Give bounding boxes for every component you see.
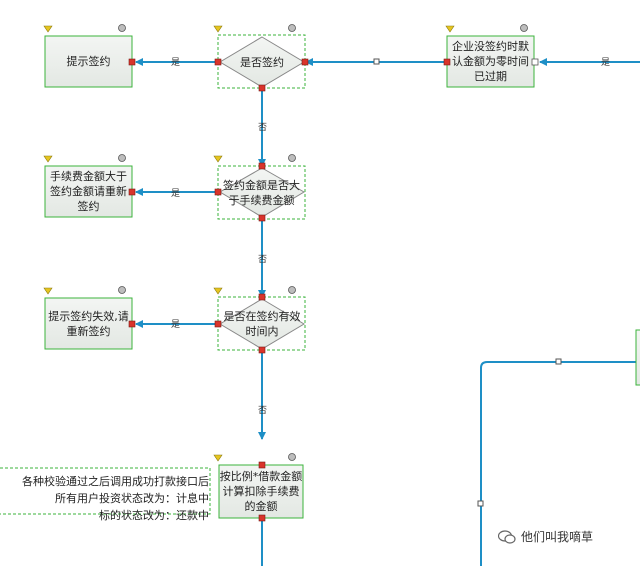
start-marker-icon: [43, 287, 53, 295]
start-marker-icon: [43, 25, 53, 33]
start-marker-icon: [445, 25, 455, 33]
edge-label-yes-4: 是: [601, 57, 610, 68]
start-marker-icon: [43, 155, 53, 163]
note-box: [0, 467, 211, 515]
status-circle-icon: [118, 154, 126, 162]
port-icon: [128, 320, 136, 328]
gateway-amount-gt-fee[interactable]: [213, 154, 306, 222]
partial-node-right[interactable]: [635, 329, 640, 386]
task-sign-invalid[interactable]: [43, 286, 136, 350]
port-icon: [214, 320, 222, 328]
start-marker-icon: [213, 155, 223, 163]
edge-label-no-3: 否: [258, 405, 267, 416]
edge-label-yes-3: 是: [171, 319, 180, 330]
note-line-2: 所有用户投资状态改为：计息中: [55, 492, 209, 505]
task-tip-sign[interactable]: [43, 24, 136, 88]
watermark-text: 他们叫我嘀草: [521, 530, 594, 544]
status-circle-icon: [288, 154, 296, 162]
watermark: 他们叫我嘀草: [498, 528, 593, 545]
start-marker-icon: [213, 454, 223, 462]
port-icon: [531, 58, 539, 66]
port-icon: [258, 514, 266, 522]
port-icon: [258, 162, 266, 170]
task-fee-greater[interactable]: [43, 154, 136, 218]
edge-bottom-loop: [480, 361, 637, 566]
port-icon: [128, 58, 136, 66]
edge-labels: 是 否 是 否 是 否 是: [171, 57, 610, 416]
port-icon: [128, 188, 136, 196]
port-icon: [258, 346, 266, 354]
edge-label-no-1: 否: [258, 122, 267, 133]
port-icon: [443, 58, 451, 66]
connectors: [135, 58, 640, 566]
line-handles: [373, 58, 562, 507]
port-icon: [258, 84, 266, 92]
task-default-expired[interactable]: [443, 24, 539, 88]
port-icon: [258, 293, 266, 301]
edge-label-yes-1: 是: [171, 57, 180, 68]
port-icon: [258, 461, 266, 469]
start-marker-icon: [213, 287, 223, 295]
port-icon: [214, 58, 222, 66]
port-icon: [301, 58, 309, 66]
status-circle-icon: [118, 24, 126, 32]
task-deduct-fee[interactable]: [213, 453, 304, 522]
start-marker-icon: [213, 25, 223, 33]
note-line-3: 标的状态改为：还款中: [99, 509, 209, 522]
edge-label-yes-2: 是: [171, 188, 180, 199]
note-line-1: 各种校验通过之后调用成功打款接口后: [22, 475, 209, 488]
status-circle-icon: [288, 286, 296, 294]
gateway-signed[interactable]: [213, 24, 309, 92]
edge-label-no-2: 否: [258, 254, 267, 265]
status-circle-icon: [288, 24, 296, 32]
status-circle-icon: [118, 286, 126, 294]
gateway-in-period[interactable]: [213, 286, 306, 354]
status-circle-icon: [520, 24, 528, 32]
port-icon: [258, 214, 266, 222]
note-text: 各种校验通过之后调用成功打款接口后 所有用户投资状态改为：计息中 标的状态改为：…: [0, 473, 209, 524]
status-circle-icon: [288, 453, 296, 461]
port-icon: [214, 188, 222, 196]
wechat-icon: [498, 529, 516, 544]
